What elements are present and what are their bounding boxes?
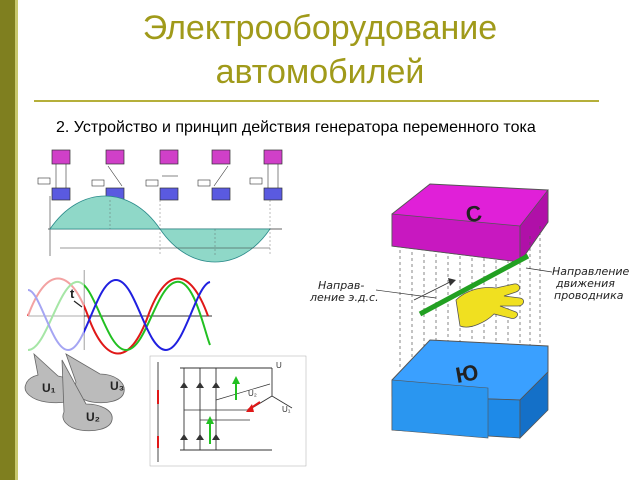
svg-text:U₂: U₂ xyxy=(248,389,257,398)
slide-title: Электрооборудование автомобилей xyxy=(40,6,600,94)
conductor xyxy=(418,253,530,317)
single-phase-sine-plot xyxy=(48,195,282,263)
phase-u2-label: U₂ xyxy=(86,410,100,424)
three-phase-wave-plot: t xyxy=(27,268,212,356)
phase-u3-label: U₃ xyxy=(110,379,124,393)
svg-text:U: U xyxy=(276,361,282,370)
phase-callouts: U₁ U₃ U₂ xyxy=(24,352,125,432)
coil-frame-2 xyxy=(91,149,125,201)
title-line-2: автомобилей xyxy=(215,53,425,91)
slide-left-bar xyxy=(0,0,15,480)
rectifier-circuit: U U₂ U₁ xyxy=(149,355,307,467)
conductor-motion-label: Направление движения проводника xyxy=(552,265,633,302)
coil-frame-5 xyxy=(249,149,283,201)
time-axis-label: t xyxy=(70,286,75,301)
north-pole-label: С xyxy=(464,200,484,227)
phase-u1-label: U₁ xyxy=(42,381,56,395)
coil-rotation-sequence xyxy=(37,149,283,201)
right-hand xyxy=(455,283,524,328)
slide-left-bar-accent xyxy=(15,0,18,480)
south-pole-label: Ю xyxy=(454,359,481,388)
title-underline xyxy=(34,100,599,102)
coil-frame-3 xyxy=(145,149,179,201)
title-line-1: Электрооборудование xyxy=(142,9,498,47)
emf-direction-label: Направ- ление э.д.с. xyxy=(309,279,379,304)
coil-frame-1 xyxy=(37,149,71,201)
magnet-conductor-illustration: С Ю Направ- xyxy=(309,183,633,439)
slide-subtitle: 2. Устройство и принцип действия генерат… xyxy=(56,119,536,136)
coil-frame-4 xyxy=(197,149,231,201)
svg-text:U₁: U₁ xyxy=(282,405,291,414)
